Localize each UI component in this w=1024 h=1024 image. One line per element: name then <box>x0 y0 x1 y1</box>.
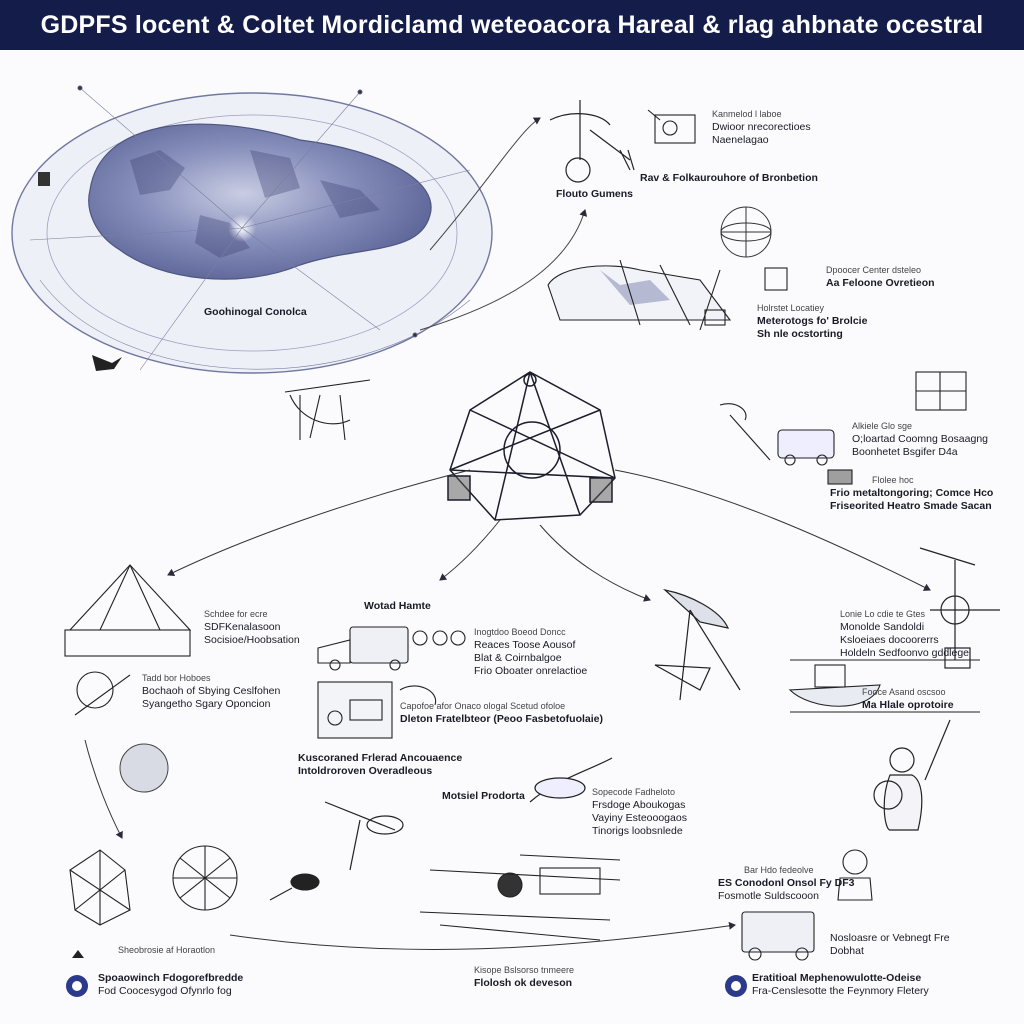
antenna-array-sketch <box>69 845 320 926</box>
label-r7: Flolee hoc Frio metaltongoring; Comce Hc… <box>830 475 994 512</box>
tilted-sensor-sketch <box>915 371 967 411</box>
rocket-sketch <box>529 757 613 803</box>
label-bl1: Sheobrosie af Horaotlon <box>118 945 216 955</box>
launch-platform-sketch <box>419 854 621 941</box>
label-c1: Wotad Hamte <box>364 600 431 612</box>
observer-figure-sketch <box>873 719 951 831</box>
label-br1: Bar Hdo fedeolve ES Conodonl Onsol Fy DF… <box>718 865 855 902</box>
observation-hut-sketch <box>284 379 371 441</box>
weather-vane-sketch <box>654 588 741 701</box>
page-title: GDPFS locent & Coltet Mordiclamd weteoac… <box>40 10 984 39</box>
small-globe-icon <box>720 206 772 258</box>
label-r6: Alkiele Glo sge O;loartad Coomng Bosaagn… <box>852 421 989 458</box>
label-br3: Eratitioal Mephenowulotte-Odeise Fra-Cen… <box>752 972 929 997</box>
globe-diagram <box>11 85 493 374</box>
label-rr1: Lonie Lo cdie te Gtes Monolde Sandoldi K… <box>840 609 970 659</box>
label-m2: Sopecode Fadheloto Frsdoge Aboukogas Vay… <box>592 787 687 837</box>
globe-label: Goohinogal Conolca <box>204 306 307 318</box>
map-station-sketch <box>547 259 788 331</box>
mast-sketch <box>919 547 1000 669</box>
satellite-dish-sketch <box>549 100 635 183</box>
label-m1: Motsiel Prodorta <box>442 790 525 802</box>
logo-roundel-right <box>725 975 747 997</box>
label-l2: Tadd bor Hoboes Bochaoh of Sbying Ceslfo… <box>142 673 281 710</box>
label-br2: Nosloasre or Vebnegt Fre Dobhat <box>830 932 950 957</box>
truck-sketch <box>317 626 466 671</box>
vehicle-sketch <box>719 403 853 485</box>
boat-sketch <box>788 659 980 713</box>
label-r2: Kanmelod l laboe Dwioor nrecorectioes Na… <box>712 109 811 146</box>
mountain-icon <box>72 950 84 958</box>
label-rr2: Fooce Asand oscsoo Ma Hlale oprotoire <box>862 687 954 711</box>
label-c4: Kuscoraned Frlerad Ancouaence Intoldroro… <box>298 752 463 777</box>
dome-instrument-sketch <box>74 671 131 716</box>
label-l1: Schdee for ecre SDFKenalasoon Socisioe/H… <box>204 609 300 646</box>
radar-box-sketch <box>647 109 696 144</box>
title-banner: GDPFS locent & Coltet Mordiclamd weteoac… <box>0 0 1024 50</box>
label-r3: Rav & Folkaurouhore of Bronbetion <box>640 172 818 184</box>
label-r1: Flouto Gumens <box>556 188 633 200</box>
label-c3: Capofoe afor Onaco ologal Scetud ofoloe … <box>400 701 604 725</box>
label-r5: Holrstet Locatiey Meterotogs fo' Brolcie… <box>757 303 868 340</box>
tent-shelter-sketch <box>64 564 192 657</box>
label-c2: Inogtdoo Boeod Doncc Reaces Toose Aousof… <box>474 627 588 677</box>
label-bc: Kisope Bslsorso tnmeere Flolosh ok deves… <box>474 965 575 989</box>
central-geodesic-frame <box>447 371 616 521</box>
helmet-sketch <box>119 743 169 793</box>
label-bl2: Spoaowinch Fdogorefbredde Fod Coocesygod… <box>98 972 244 997</box>
logo-roundel-left <box>66 975 88 997</box>
drone-sketch <box>324 801 404 871</box>
control-cabinet-sketch <box>317 681 437 739</box>
label-r4: Dpoocer Center dsteleo Aa Feloone Ovreti… <box>826 265 935 289</box>
bottom-truck-sketch <box>741 849 873 961</box>
